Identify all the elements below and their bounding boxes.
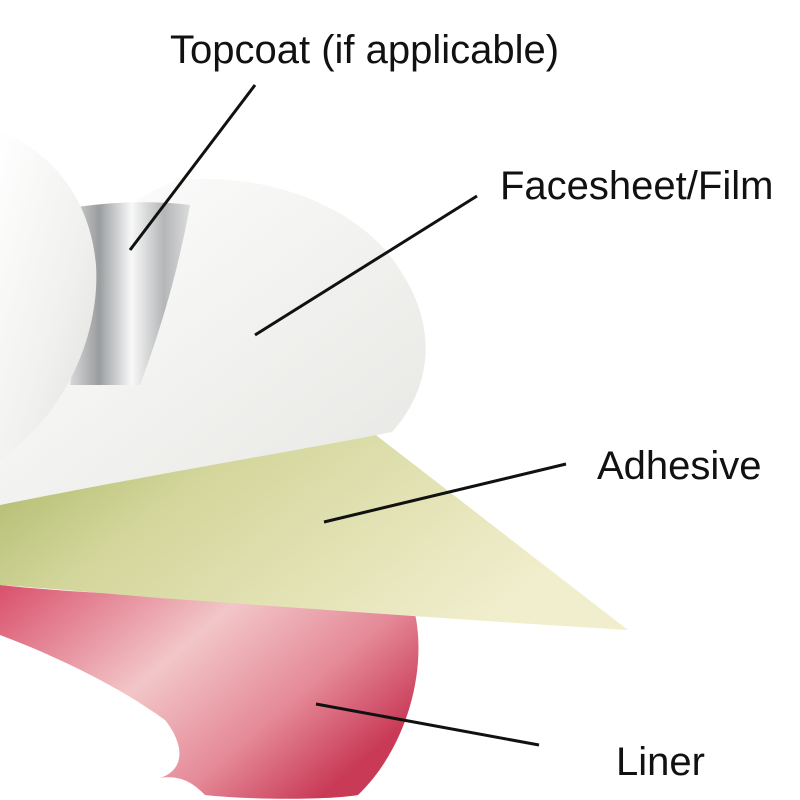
adhesive-label: Adhesive (597, 444, 762, 488)
liner-callout-line (315, 702, 540, 747)
topcoat-label: Topcoat (if applicable) (170, 28, 560, 72)
facesheet-label: Facesheet/Film (500, 164, 774, 208)
topcoat-callout-line (128, 84, 257, 251)
curl-layer (0, 130, 97, 460)
liner-label: Liner (616, 740, 705, 784)
adhesive-layer (0, 432, 628, 630)
liner-layer (0, 585, 419, 799)
facesheet-callout-line (254, 194, 478, 337)
adhesive-callout-line (323, 462, 567, 524)
